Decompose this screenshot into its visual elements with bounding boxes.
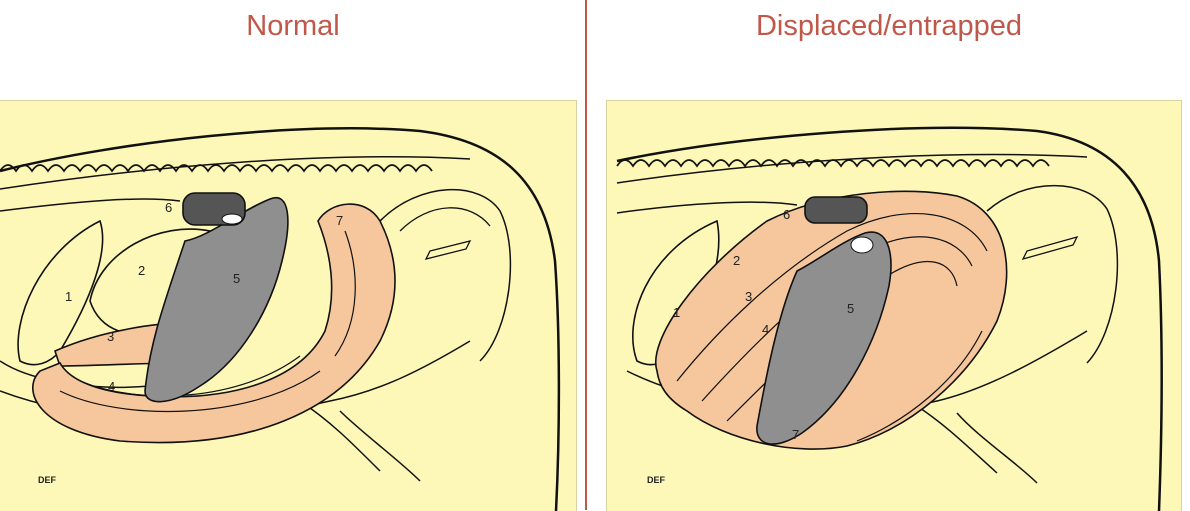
label-7: 7: [336, 213, 343, 228]
label-1: 1: [673, 305, 680, 320]
label-4: 4: [108, 379, 115, 394]
artist-signature: DEF: [38, 475, 57, 485]
label-6: 6: [783, 207, 790, 222]
label-7: 7: [792, 427, 799, 442]
panel-normal: Normal: [0, 0, 586, 511]
illustration-displaced: 1 2 3 4 5 6 7 DEF: [606, 100, 1182, 511]
label-2: 2: [733, 253, 740, 268]
label-2: 2: [138, 263, 145, 278]
label-3: 3: [745, 289, 752, 304]
panel-title-normal: Normal: [246, 10, 340, 42]
panel-divider: [585, 0, 587, 510]
anatomy-diagram-displaced: 1 2 3 4 5 6 7 DEF: [616, 126, 1163, 511]
label-5: 5: [847, 301, 854, 316]
anatomy-diagram-normal: 1 2 3 4 5 6 7 DEF: [0, 127, 561, 511]
illustration-normal: 1 2 3 4 5 6 7 DEF: [0, 100, 577, 511]
panel-displaced: Displaced/entrapped: [588, 0, 1190, 511]
artist-signature: DEF: [647, 475, 666, 485]
label-3: 3: [107, 329, 114, 344]
label-5: 5: [233, 271, 240, 286]
label-4: 4: [762, 322, 769, 337]
label-1: 1: [65, 289, 72, 304]
label-6: 6: [165, 200, 172, 215]
panel-title-displaced: Displaced/entrapped: [755, 10, 1022, 42]
